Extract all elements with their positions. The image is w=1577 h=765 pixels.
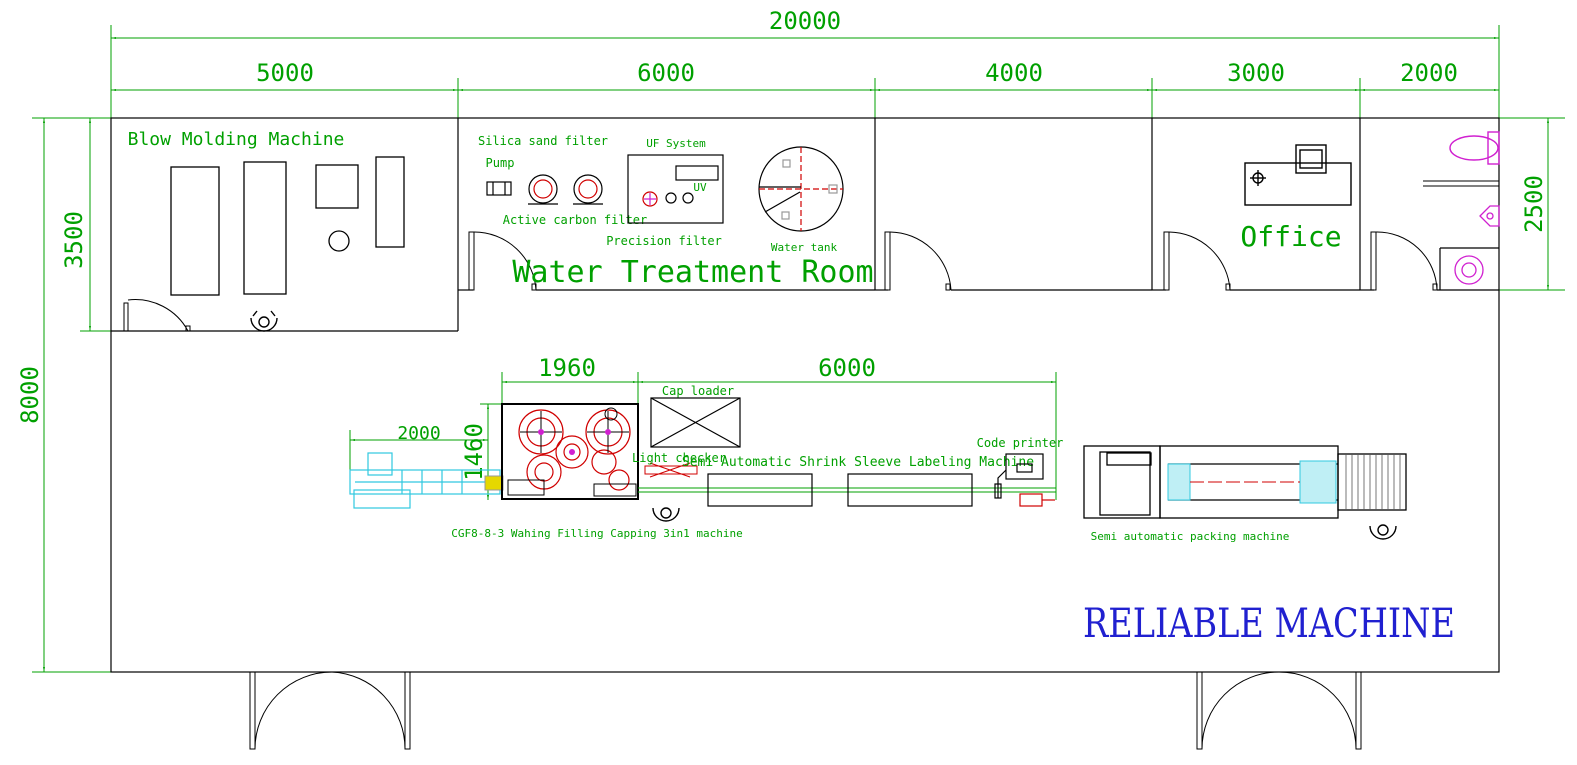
dim-seg-2: 6000	[637, 59, 695, 87]
motor-icon	[1019, 493, 1055, 507]
line-label-labeling: Semi Automatic Shrink Sleeve Labeling Ma…	[682, 455, 1034, 470]
blow-molding-room: Blow Molding Machine	[128, 129, 405, 332]
active-carbon-filter	[573, 174, 603, 205]
office-room: Office	[1240, 144, 1352, 253]
main-conveyor	[638, 487, 1056, 493]
line-label-filler: CGF8-8-3 Wahing Filling Capping 3in1 mac…	[451, 527, 742, 540]
line-label-packing: Semi automatic packing machine	[1091, 530, 1290, 543]
blow-machine-unit-2	[243, 161, 287, 295]
doors	[123, 231, 1438, 750]
brand-watermark: RELIABLE MACHINE	[1083, 601, 1455, 647]
water-label-tank: Water tank	[771, 241, 838, 254]
dim-top-rooms-depth: 2500	[1520, 175, 1548, 233]
dimension-lines	[32, 25, 1565, 673]
dim-filler-width: 1960	[538, 354, 596, 382]
dim-seg-1: 5000	[256, 59, 314, 87]
pump-icon	[486, 181, 512, 196]
operator-icon	[250, 310, 278, 332]
room-label-blow-molding: Blow Molding Machine	[128, 129, 345, 150]
light-checker	[644, 462, 698, 478]
dim-line-length: 6000	[818, 354, 876, 382]
dim-total-width: 20000	[769, 7, 841, 35]
blow-machine-unit-1	[170, 166, 220, 296]
office-desk	[1244, 144, 1352, 206]
dim-total-depth: 8000	[16, 366, 44, 424]
shrink-sleeve-labeling-machine	[707, 473, 973, 507]
cap-loader	[650, 397, 741, 448]
toilet-icon	[1449, 131, 1500, 165]
line-label-light-checker: Light checker	[632, 451, 726, 465]
water-treatment-room: Silica sand filter Pump Active carbon fi…	[478, 134, 874, 290]
water-tank	[758, 146, 844, 232]
packing-machine	[1083, 445, 1407, 519]
water-label-uv: UV	[693, 181, 707, 194]
blow-machine-unit-3	[315, 164, 359, 209]
room-label-water-treatment: Water Treatment Room	[512, 255, 873, 290]
toilet-room	[1423, 131, 1500, 285]
line-label-code-printer: Code printer	[977, 436, 1064, 450]
dim-blow-room-depth: 3500	[60, 211, 88, 269]
operator-icon-filler	[652, 507, 680, 522]
water-label-precision: Precision filter	[606, 234, 722, 248]
dimension-labels: 20000 5000 6000 4000 3000 2000 8000 3500…	[16, 7, 1548, 481]
air-conveyor	[349, 452, 501, 509]
dim-seg-3: 4000	[985, 59, 1043, 87]
filling-machine-3in1	[501, 403, 639, 500]
building-walls	[110, 117, 1500, 673]
silica-sand-filter	[528, 174, 558, 205]
blow-machine-tank	[328, 230, 350, 252]
conveyor-junction	[484, 475, 504, 491]
code-printer	[994, 453, 1044, 499]
dim-conveyor-length: 2000	[397, 423, 440, 444]
water-label-active-carbon: Active carbon filter	[503, 213, 648, 227]
water-label-uf-system: UF System	[646, 137, 706, 150]
dim-seg-4: 3000	[1227, 59, 1285, 87]
faucet-icon	[1479, 205, 1500, 227]
line-label-cap-loader: Cap loader	[662, 384, 734, 398]
water-label-silica: Silica sand filter	[478, 134, 608, 148]
sink-icon	[1454, 255, 1484, 285]
dim-seg-5: 2000	[1400, 59, 1458, 87]
dim-filler-depth: 1460	[460, 423, 488, 481]
room-label-office: Office	[1240, 220, 1341, 253]
blow-machine-unit-4	[375, 156, 405, 248]
operator-icon-packing	[1369, 524, 1397, 540]
uf-system-unit	[627, 154, 724, 224]
production-line: CGF8-8-3 Wahing Filling Capping 3in1 mac…	[349, 384, 1407, 543]
water-label-pump: Pump	[486, 156, 515, 170]
